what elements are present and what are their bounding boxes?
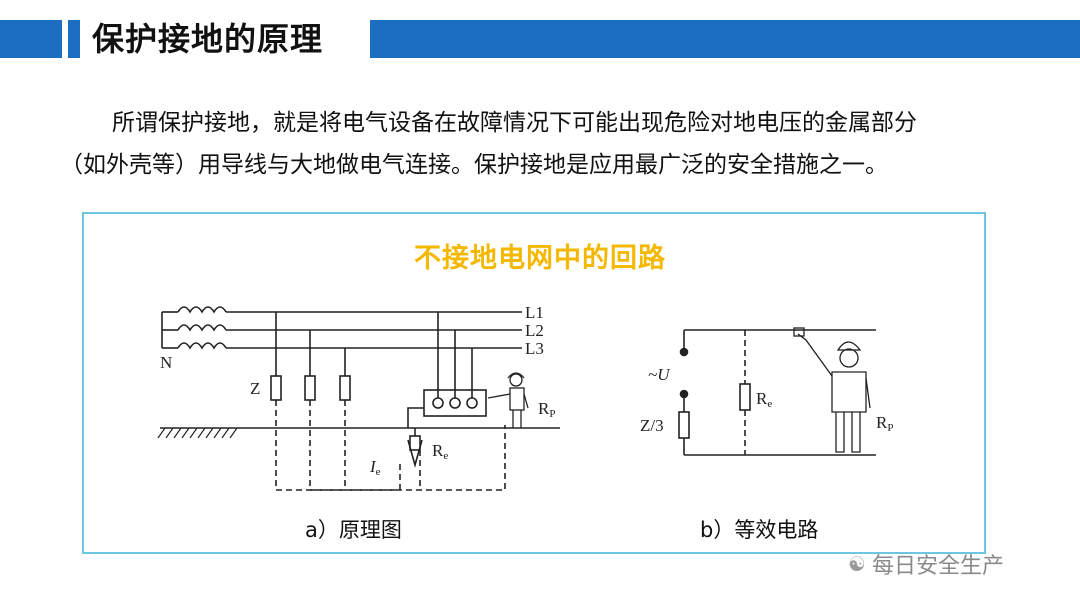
pe-conductor xyxy=(407,407,424,428)
intro-paragraph: 所谓保护接地，就是将电气设备在故障情况下可能出现危险对地电压的金属部分 （如外壳… xyxy=(60,102,1040,186)
coil-3 xyxy=(177,342,227,350)
coil-1 xyxy=(177,306,227,314)
impedance-z3-eq xyxy=(678,411,690,439)
re-body xyxy=(409,435,421,451)
figure-title: 不接地电网中的回路 xyxy=(414,243,666,274)
label-rp-b: RP xyxy=(876,413,893,434)
resistor-re-eq xyxy=(739,383,751,411)
coil-2 xyxy=(177,324,227,332)
worker-icon xyxy=(793,327,871,453)
label-u: ~U xyxy=(648,365,671,384)
wechat-icon: ☯ xyxy=(848,552,866,576)
schematic-b xyxy=(678,327,876,456)
intro-line-1: 所谓保护接地，就是将电气设备在故障情况下可能出现危险对地电压的金属部分 xyxy=(112,110,917,136)
intro-line-2: （如外壳等）用导线与大地做电气连接。保护接地是应用最广泛的安全措施之一。 xyxy=(60,152,888,178)
watermark: ☯ 每日安全生产 xyxy=(848,548,1004,580)
impedance-z2 xyxy=(304,375,316,401)
return-path-4 xyxy=(310,462,401,491)
earth-electrode-re xyxy=(407,439,423,468)
schematic-a xyxy=(157,306,560,491)
caption-a: a）原理图 xyxy=(305,518,402,542)
label-re-a: Re xyxy=(432,441,448,462)
label-n: N xyxy=(160,353,172,372)
label-l2: L2 xyxy=(525,321,544,340)
figure-frame xyxy=(82,212,986,554)
diagram-labels: L1 L2 L3 N Z RP Re Ie ~U Z/3 Re RP xyxy=(160,303,893,478)
label-ie: Ie xyxy=(369,457,381,478)
watermark-text: 每日安全生产 xyxy=(871,554,1004,579)
ground-hatch xyxy=(157,427,238,439)
impedance-z3 xyxy=(339,375,351,401)
header-accent-stripe xyxy=(68,20,80,58)
header-accent-block xyxy=(0,20,62,58)
terminal-2 xyxy=(449,397,461,409)
label-re-b: Re xyxy=(756,389,772,410)
label-l3: L3 xyxy=(525,339,544,358)
label-rp-a: RP xyxy=(538,399,555,420)
terminal-1 xyxy=(432,397,444,409)
person-icon-a xyxy=(487,372,529,428)
impedance-z1 xyxy=(270,375,282,401)
slide-title: 保护接地的原理 xyxy=(92,20,324,58)
label-z: Z xyxy=(250,379,260,398)
terminal-3 xyxy=(466,397,478,409)
label-l1: L1 xyxy=(525,303,544,322)
caption-b: b）等效电路 xyxy=(700,518,819,542)
source-terminal-top xyxy=(679,347,689,357)
header-bar xyxy=(370,20,1080,58)
label-z3: Z/3 xyxy=(640,416,664,435)
